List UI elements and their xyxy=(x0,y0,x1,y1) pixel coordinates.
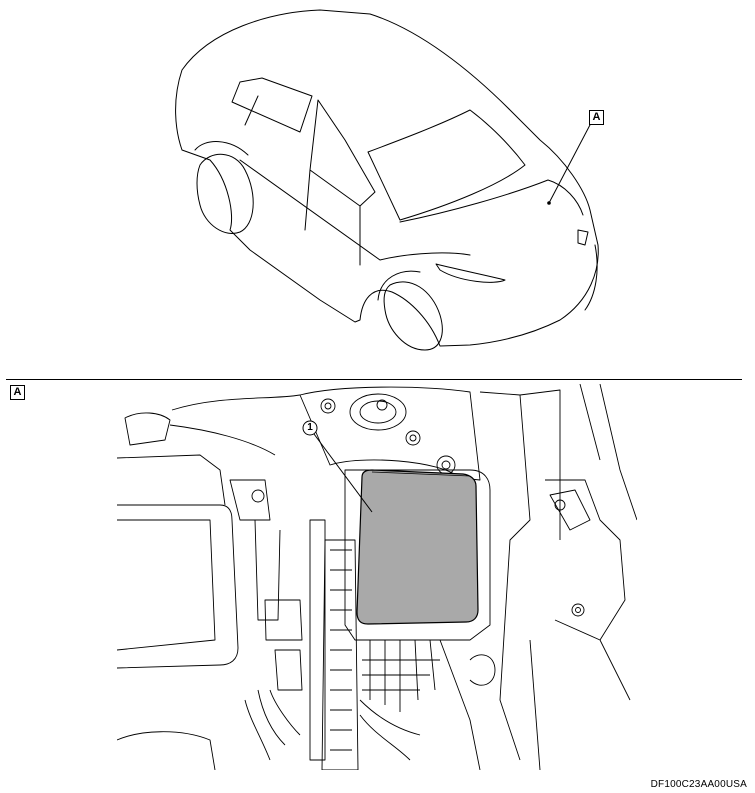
connector-harness xyxy=(369,639,436,712)
callout-target-dot xyxy=(547,201,551,205)
front-wheel xyxy=(383,281,443,351)
windshield xyxy=(367,109,526,221)
callout-leader-line xyxy=(548,122,592,204)
front-side-window xyxy=(309,99,376,207)
battery xyxy=(117,519,216,651)
part-callout-leader xyxy=(313,433,373,513)
vehicle-callout-label: A xyxy=(589,110,604,125)
fuse-box-cover xyxy=(356,469,479,625)
part-callout-circle xyxy=(302,420,318,436)
headlight xyxy=(435,263,506,283)
vehicle-overview xyxy=(175,9,599,351)
part-callout-number: 1 xyxy=(307,422,313,433)
rear-wheel xyxy=(196,153,254,234)
rear-side-window xyxy=(231,77,313,133)
section-divider xyxy=(6,379,742,380)
figure-code: DF100C23AA00USA xyxy=(650,779,747,790)
vehicle-body-outline xyxy=(175,9,599,347)
fuse-rail xyxy=(321,539,359,770)
hood-latch-bracket xyxy=(549,489,591,531)
strut-tower xyxy=(299,386,481,481)
section-label: A xyxy=(10,385,25,400)
